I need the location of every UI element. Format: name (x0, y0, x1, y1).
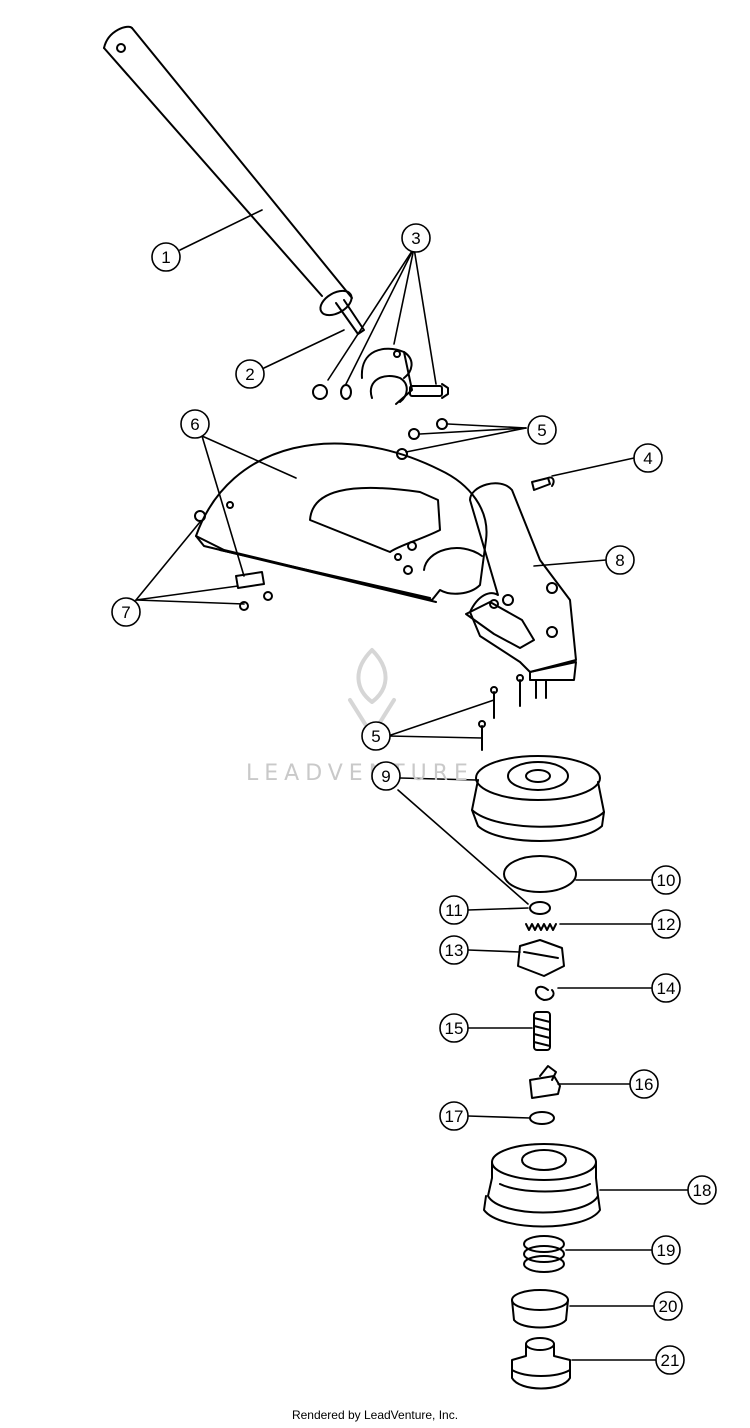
footer-credit: Rendered by LeadVenture, Inc. (291, 1408, 459, 1422)
part-nuts (396, 418, 448, 460)
callout-20: 20 (653, 1291, 683, 1321)
callout-15: 15 (439, 1013, 469, 1043)
part-coil-spring (533, 1011, 551, 1051)
part-cap (511, 1289, 569, 1329)
svg-text:1: 1 (161, 248, 170, 267)
part-long-screws (478, 674, 524, 751)
svg-text:20: 20 (659, 1297, 678, 1316)
svg-text:2: 2 (245, 365, 254, 384)
svg-text:14: 14 (657, 979, 676, 998)
svg-text:11: 11 (445, 901, 463, 920)
part-spool-housing (471, 755, 605, 842)
part-bump-knob (511, 1337, 571, 1390)
svg-text:16: 16 (635, 1075, 654, 1094)
callout-21: 21 (655, 1345, 685, 1375)
callout-13: 13 (439, 935, 469, 965)
callout-4: 4 (633, 443, 663, 473)
callout-2: 2 (235, 359, 265, 389)
part-gear-housing (465, 482, 577, 699)
svg-text:4: 4 (643, 449, 652, 468)
callout-10: 10 (651, 865, 681, 895)
part-clamp-assembly (312, 347, 449, 405)
callout-11: 11 (439, 895, 469, 925)
part-retainer (529, 1111, 555, 1125)
callout-9: 9 (371, 761, 401, 791)
callout-7: 7 (111, 597, 141, 627)
svg-text:3: 3 (411, 229, 420, 248)
callout-3: 3 (401, 223, 431, 253)
callout-18: 18 (687, 1175, 717, 1205)
watermark-text: LEADVENTURE (246, 761, 474, 786)
callout-5-top: 5 (527, 415, 557, 445)
part-plate-and-screws (194, 510, 273, 611)
svg-text:17: 17 (445, 1107, 464, 1126)
callout-5-bottom: 5 (361, 721, 391, 751)
callout-12: 12 (651, 909, 681, 939)
svg-text:18: 18 (693, 1181, 712, 1200)
svg-text:5: 5 (537, 421, 546, 440)
svg-text:7: 7 (121, 603, 130, 622)
svg-text:13: 13 (445, 941, 464, 960)
part-line-spool (483, 1143, 601, 1228)
callout-1: 1 (151, 242, 181, 272)
svg-text:19: 19 (657, 1241, 676, 1260)
svg-text:10: 10 (657, 871, 676, 890)
callout-14: 14 (651, 973, 681, 1003)
svg-text:8: 8 (615, 551, 624, 570)
callout-8: 8 (605, 545, 635, 575)
part-spool-spring (523, 1235, 565, 1273)
part-screw (531, 476, 555, 491)
svg-text:21: 21 (661, 1351, 680, 1370)
svg-text:5: 5 (371, 727, 380, 746)
callout-17: 17 (439, 1101, 469, 1131)
part-spring (525, 923, 557, 931)
part-shaft (103, 25, 365, 335)
part-washer (529, 901, 551, 915)
svg-text:6: 6 (190, 415, 199, 434)
leader-lines (135, 209, 689, 1361)
callout-6: 6 (180, 409, 210, 439)
callout-16: 16 (629, 1069, 659, 1099)
callout-19: 19 (651, 1235, 681, 1265)
part-guard (195, 442, 488, 603)
part-bracket (517, 939, 565, 977)
part-ratchet (529, 1065, 561, 1099)
svg-text:15: 15 (445, 1019, 464, 1038)
part-clip (534, 985, 555, 1001)
part-o-ring (503, 855, 577, 893)
svg-text:12: 12 (657, 915, 676, 934)
svg-text:9: 9 (381, 767, 390, 786)
